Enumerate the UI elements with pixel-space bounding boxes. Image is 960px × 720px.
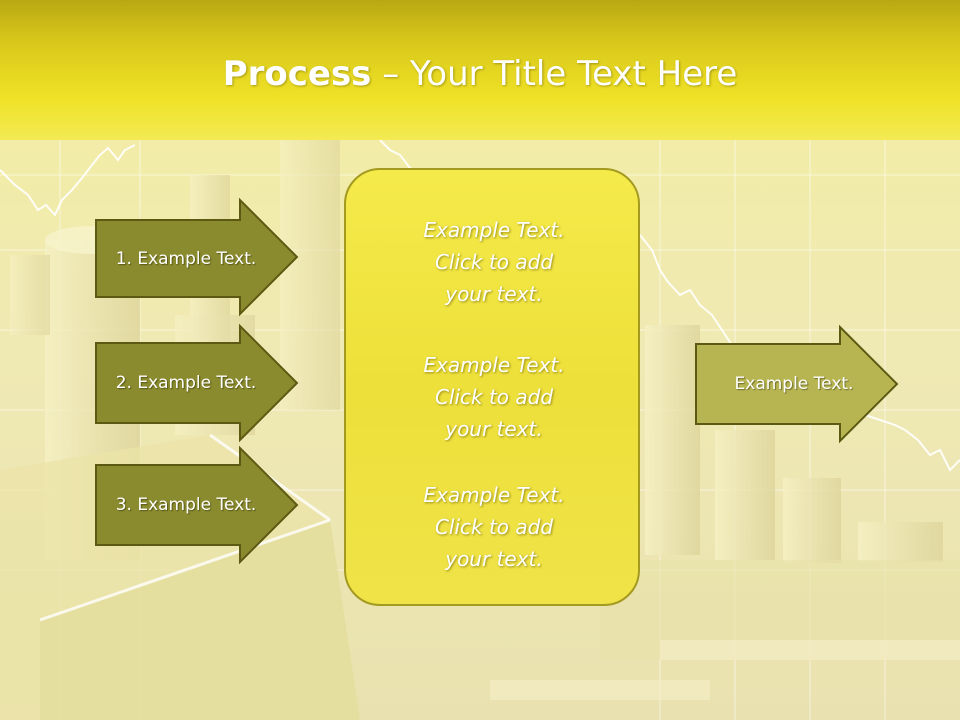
center-box-text-3[interactable]: Example Text. Click to add your text. — [423, 483, 565, 571]
title-band — [0, 0, 960, 140]
title-bold-text: Process — [222, 54, 372, 94]
left-arrow-3-shape[interactable] — [95, 445, 299, 565]
title-rest-text: – Your Title Text Here — [371, 54, 738, 94]
center-text-box[interactable]: Example Text. Click to add your text. Ex… — [344, 168, 640, 606]
center-box-text-1[interactable]: Example Text. Click to add your text. — [423, 218, 565, 306]
left-arrow-2-shape[interactable] — [95, 323, 299, 443]
left-arrow-2-label[interactable]: 2. Example Text. — [115, 373, 257, 393]
slide-title[interactable]: Process – Your Title Text Here — [0, 52, 960, 96]
right-arrow-label[interactable]: Example Text. — [734, 374, 854, 394]
center-box-text-2[interactable]: Example Text. Click to add your text. — [423, 353, 565, 441]
left-arrow-3-label[interactable]: 3. Example Text. — [115, 495, 257, 515]
right-arrow-shape[interactable] — [695, 324, 899, 444]
left-arrow-1-label[interactable]: 1. Example Text. — [115, 248, 257, 269]
left-arrow-1-shape[interactable] — [95, 197, 299, 317]
